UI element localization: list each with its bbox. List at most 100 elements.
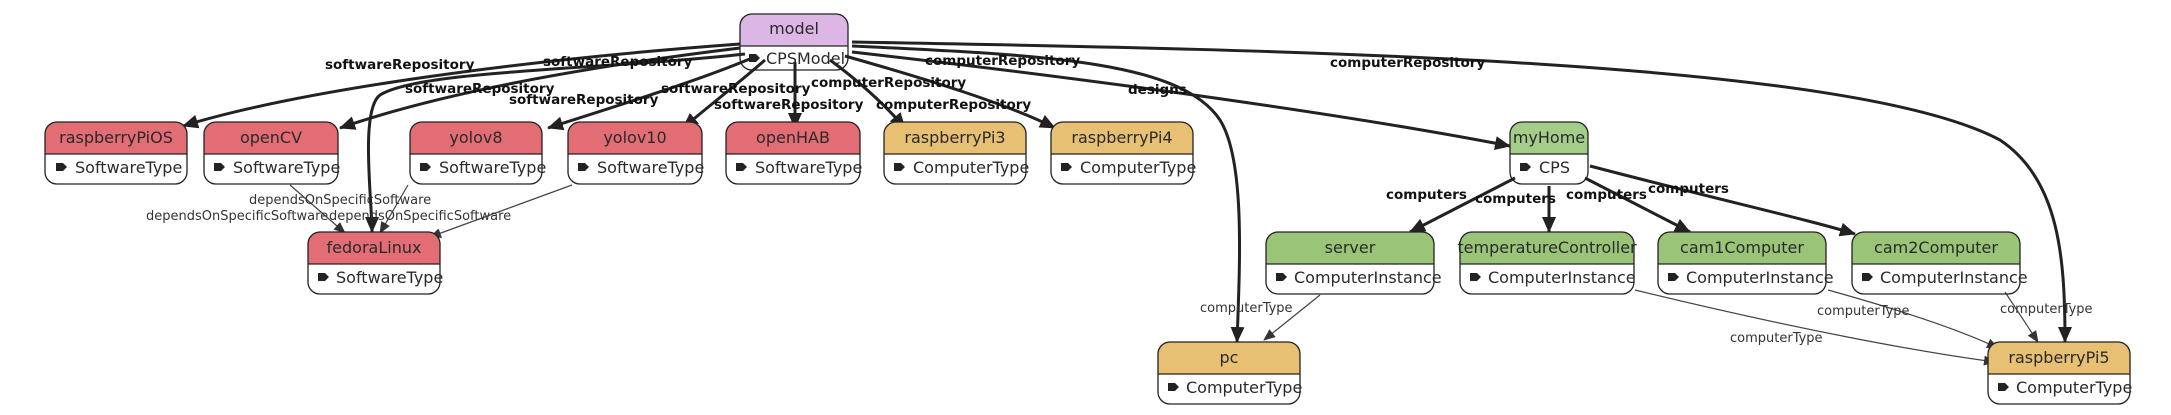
edge-model-raspberryPi3 xyxy=(829,58,907,129)
node-title: yolov8 xyxy=(449,128,502,147)
node-fedoraLinux[interactable]: fedoraLinux SoftwareType xyxy=(307,231,443,295)
tag-icon xyxy=(578,163,589,171)
label-softwareRepository-yolov8: softwareRepository xyxy=(509,92,659,108)
tag-icon xyxy=(56,163,67,171)
node-title: cam1Computer xyxy=(1680,238,1804,257)
tag-icon xyxy=(749,54,760,62)
edge-openCV-fedoraLinux xyxy=(289,184,346,234)
label-dependsOn-yolov10: dependsOnSpecificSoftware xyxy=(329,209,511,224)
label-computers-server: computers xyxy=(1386,187,1467,203)
label-computerType-cam1Computer: computerType xyxy=(1817,304,1910,319)
label-computerType-cam2Computer: computerType xyxy=(2000,302,2093,317)
node-title: fedoraLinux xyxy=(327,238,422,257)
tag-icon xyxy=(1061,163,1072,171)
node-type: ComputerType xyxy=(1080,158,1196,177)
tag-icon xyxy=(894,163,905,171)
edge-cam2Computer-raspberryPi5 xyxy=(2004,291,2039,343)
edge-model-openCV xyxy=(339,46,741,130)
node-title: model xyxy=(769,19,819,38)
label-computerRepository-raspberryPi4: computerRepository xyxy=(925,53,1080,69)
node-temperatureController[interactable]: temperatureController ComputerInstance xyxy=(1457,231,1637,295)
node-title: raspberryPi4 xyxy=(1071,128,1172,147)
node-type: CPSModel xyxy=(766,49,845,68)
tag-icon xyxy=(1668,273,1679,281)
node-type: ComputerInstance xyxy=(1488,268,1636,287)
tag-icon xyxy=(1520,163,1531,171)
label-computerType-server: computerType xyxy=(1200,301,1293,316)
label-softwareRepository-openCV: softwareRepository xyxy=(405,81,555,97)
node-myHome[interactable]: myHome CPS xyxy=(1509,121,1589,185)
node-yolov10[interactable]: yolov10 SoftwareType xyxy=(567,121,704,185)
node-title: openCV xyxy=(240,128,302,147)
node-type: CPS xyxy=(1539,158,1570,177)
label-softwareRepository-yolov10: softwareRepository xyxy=(661,81,811,97)
node-openCV[interactable]: openCV SoftwareType xyxy=(203,121,340,185)
node-title: raspberryPi3 xyxy=(904,128,1005,147)
node-type: ComputerType xyxy=(2016,378,2132,397)
node-model[interactable]: model CPSModel xyxy=(739,13,849,71)
node-title: cam2Computer xyxy=(1874,238,1998,257)
node-title: openHAB xyxy=(756,128,830,147)
edge-model-raspberryPiOS xyxy=(182,42,741,129)
label-computers-cam1Computer: computers xyxy=(1566,187,1647,203)
edge-myHome-cam1Computer xyxy=(1584,176,1691,234)
node-title: raspberryPi5 xyxy=(2008,348,2109,367)
edge-model-yolov10 xyxy=(682,58,766,130)
node-server[interactable]: server ComputerInstance xyxy=(1265,231,1442,295)
node-cam2Computer[interactable]: cam2Computer ComputerInstance xyxy=(1851,231,2028,295)
node-type: ComputerInstance xyxy=(1880,268,2028,287)
label-softwareRepository-fedoraLinux: softwareRepository xyxy=(543,54,693,70)
node-title: yolov10 xyxy=(603,128,666,147)
label-computers-temperatureController: computers xyxy=(1475,191,1556,207)
node-title: temperatureController xyxy=(1457,238,1637,257)
node-type: SoftwareType xyxy=(233,158,340,177)
node-type: SoftwareType xyxy=(597,158,704,177)
node-raspberryPi5[interactable]: raspberryPi5 ComputerType xyxy=(1987,341,2132,405)
label-designs: designs xyxy=(1128,82,1187,98)
label-computerRepository-pc: computerRepository xyxy=(876,97,1031,113)
edge-model-raspberryPi5 xyxy=(851,40,2072,343)
tag-icon xyxy=(1862,273,1873,281)
label-dependsOn-yolov8: dependsOnSpecificSoftware xyxy=(146,209,328,224)
label-computerType-temperatureController: computerType xyxy=(1730,331,1823,346)
node-header xyxy=(740,14,848,46)
tag-icon xyxy=(1168,383,1179,391)
node-border xyxy=(739,13,849,71)
node-yolov8[interactable]: yolov8 SoftwareType xyxy=(409,121,546,185)
node-type: SoftwareType xyxy=(336,268,443,287)
node-type: SoftwareType xyxy=(75,158,182,177)
node-cam1Computer[interactable]: cam1Computer ComputerInstance xyxy=(1657,231,1834,295)
tag-icon xyxy=(214,163,225,171)
node-type: SoftwareType xyxy=(439,158,546,177)
tag-icon xyxy=(736,163,747,171)
edge-temperatureController-raspberryPi5 xyxy=(1634,289,1996,366)
node-openHAB[interactable]: openHAB SoftwareType xyxy=(725,121,862,185)
tag-icon xyxy=(1998,383,2009,391)
edge-yolov8-fedoraLinux xyxy=(379,184,409,234)
edges xyxy=(182,40,2072,366)
label-dependsOn-openCV: dependsOnSpecificSoftware xyxy=(249,193,431,208)
edge-labels: softwareRepository softwareRepository so… xyxy=(146,53,2093,346)
node-type: ComputerType xyxy=(913,158,1029,177)
tag-icon xyxy=(318,273,329,281)
edge-model-fedoraLinux xyxy=(364,52,746,233)
label-computerRepository-raspberryPi5: computerRepository xyxy=(1330,55,1485,71)
label-softwareRepository-openHAB: softwareRepository xyxy=(714,97,864,113)
node-raspberryPi3[interactable]: raspberryPi3 ComputerType xyxy=(883,121,1029,185)
tag-icon xyxy=(420,163,431,171)
node-pc[interactable]: pc ComputerType xyxy=(1157,341,1302,405)
node-raspberryPiOS[interactable]: raspberryPiOS SoftwareType xyxy=(44,121,188,185)
node-type: ComputerType xyxy=(1186,378,1302,397)
edge-server-pc xyxy=(1263,294,1321,341)
tag-icon xyxy=(1276,273,1287,281)
node-raspberryPi4[interactable]: raspberryPi4 ComputerType xyxy=(1050,121,1196,185)
tag-icon xyxy=(1470,273,1481,281)
edge-myHome-server xyxy=(1409,176,1516,234)
node-title: pc xyxy=(1220,348,1239,367)
edge-model-raspberryPi4 xyxy=(844,54,1056,130)
edge-cam1Computer-raspberryPi5 xyxy=(1827,289,1999,349)
node-title: myHome xyxy=(1513,128,1585,147)
edge-yolov10-fedoraLinux xyxy=(429,184,573,238)
node-type: ComputerInstance xyxy=(1686,268,1834,287)
